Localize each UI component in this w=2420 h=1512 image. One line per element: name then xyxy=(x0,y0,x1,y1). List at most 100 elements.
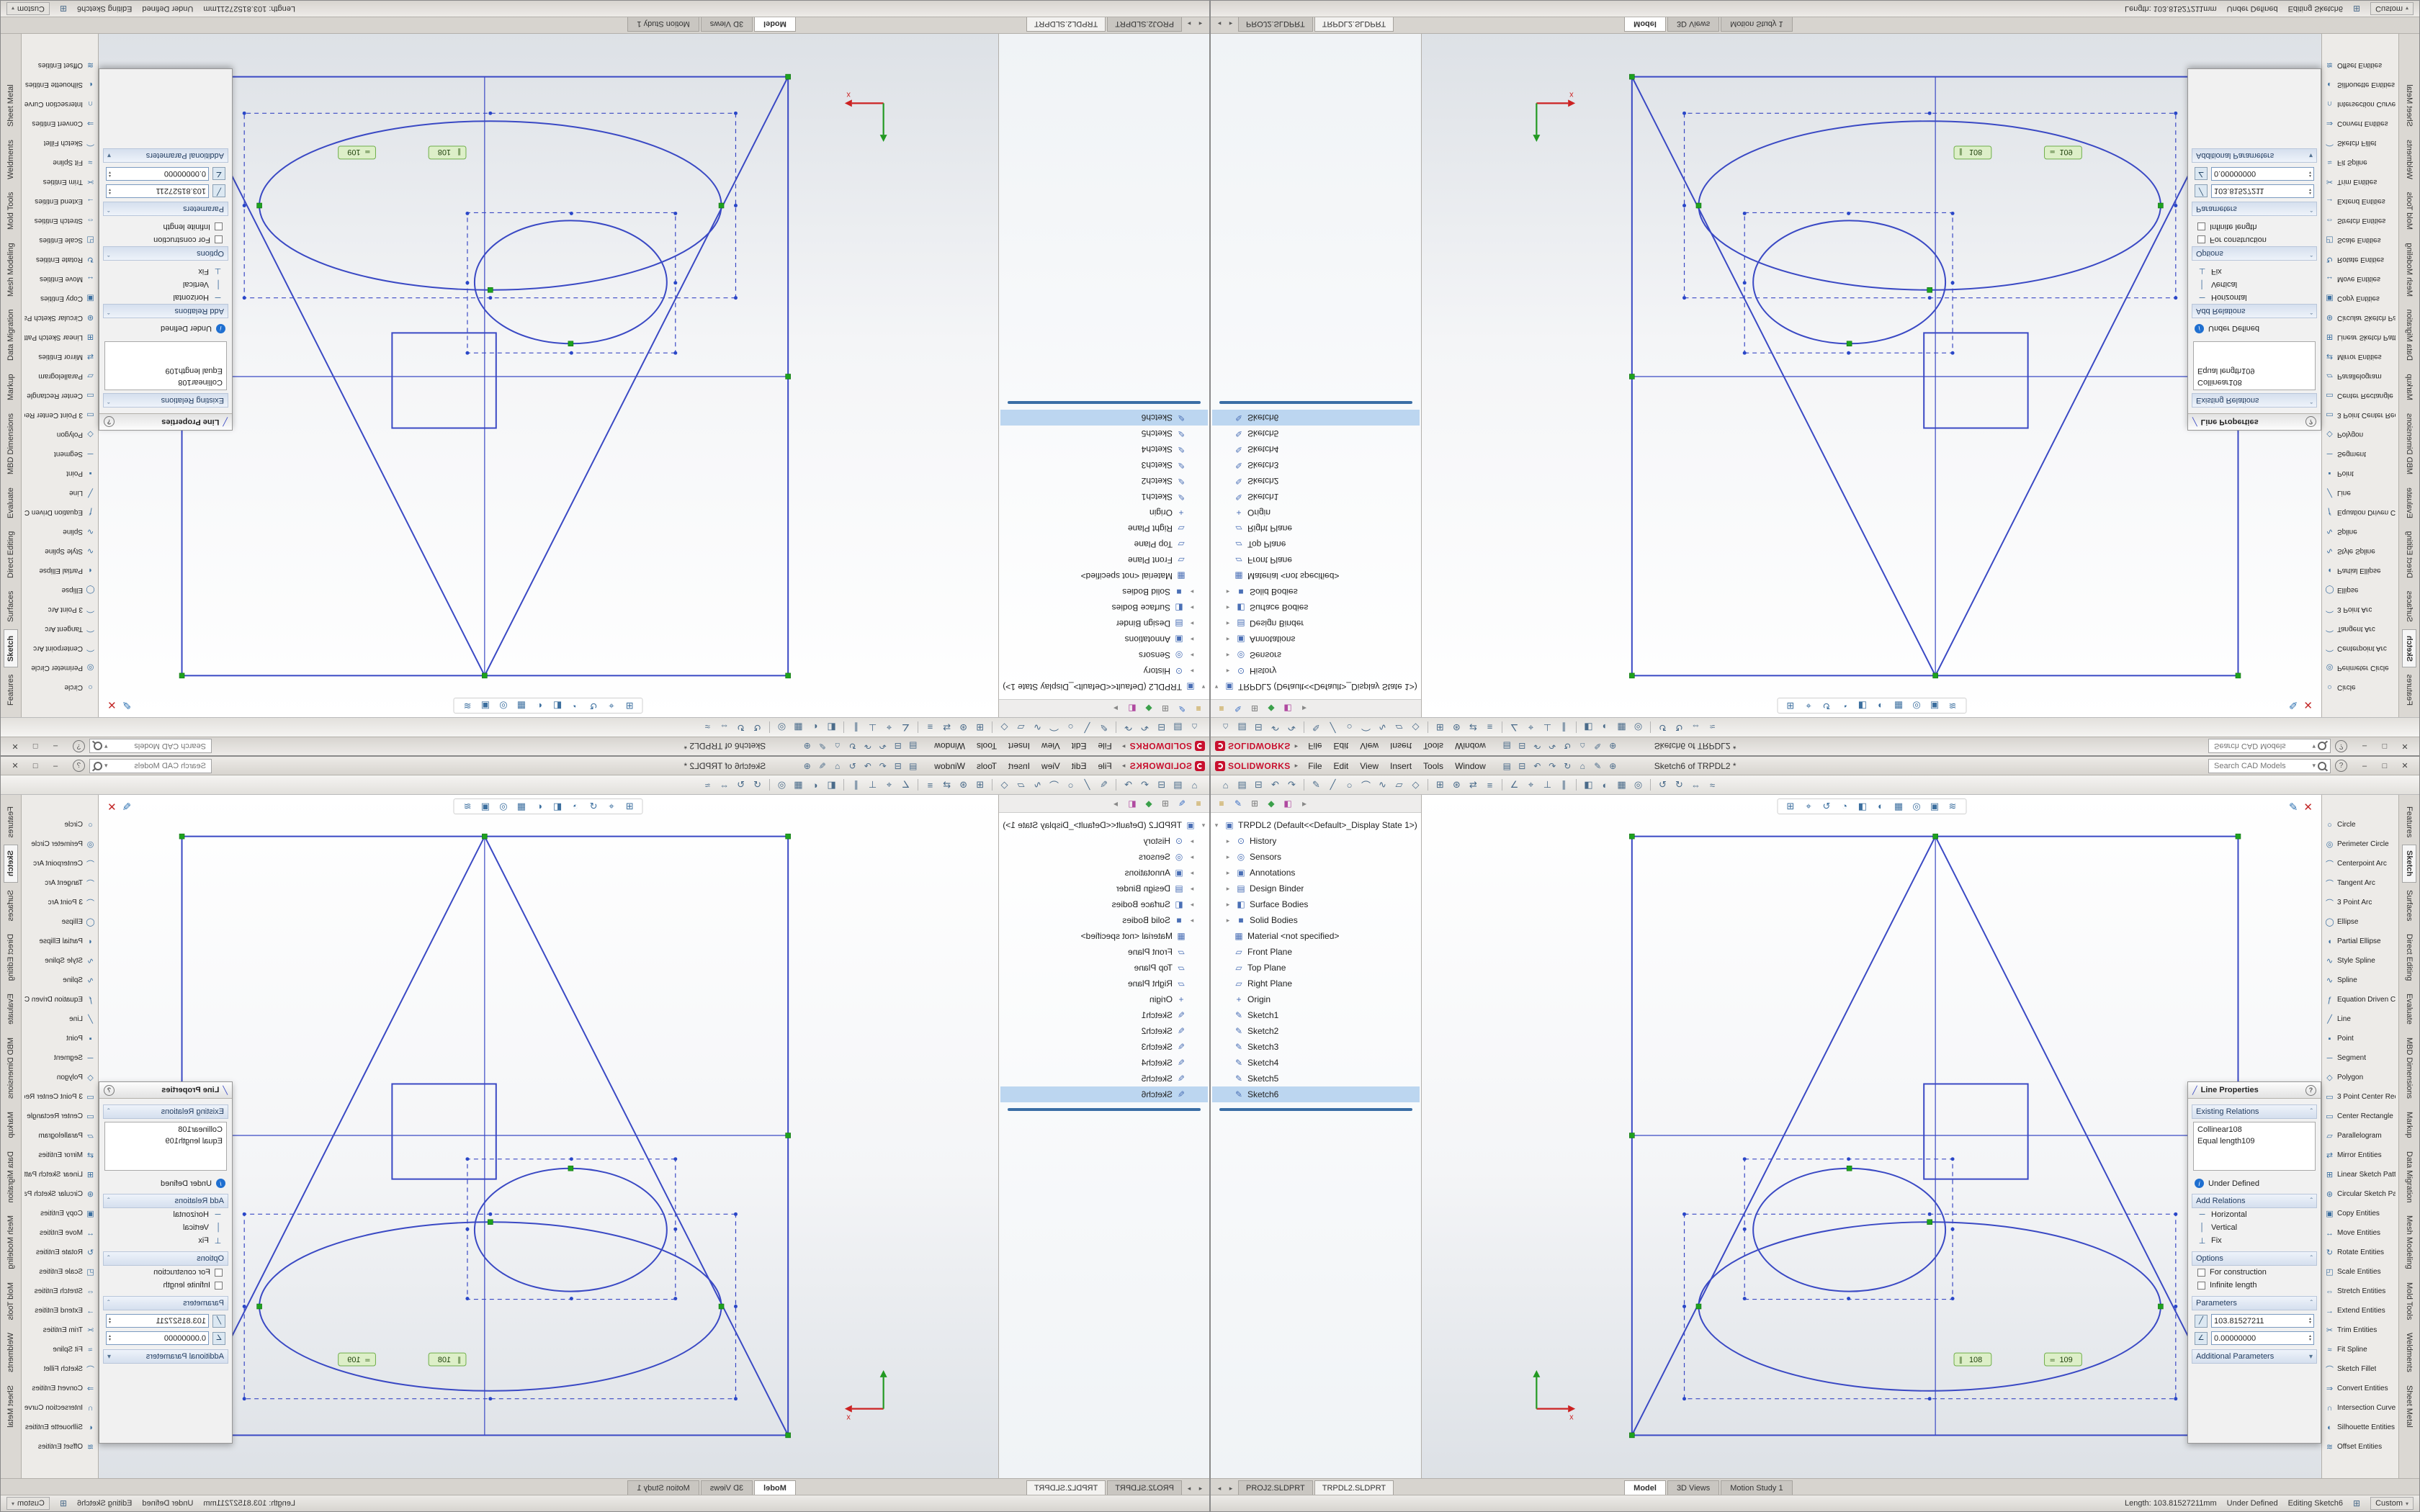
angle-parameter-field[interactable]: 0.00000000 ▴ ▾ xyxy=(106,1331,209,1345)
tree-item-sketch3[interactable]: ✎Sketch3 xyxy=(1212,1039,1420,1055)
quick-access-icon[interactable]: ⊕ xyxy=(803,741,811,752)
toolbar-icon[interactable]: ◐ xyxy=(812,721,818,733)
toolbar-icon[interactable]: ▤ xyxy=(1173,779,1183,790)
sketch-tool[interactable]: →Extend Entities xyxy=(22,192,98,211)
panel-help-icon[interactable]: ? xyxy=(104,1084,115,1096)
toolbar-icon[interactable]: ◎ xyxy=(777,779,786,790)
sketch-tool[interactable]: ≋Offset Entities xyxy=(2322,55,2398,75)
toolbar-icon[interactable]: ▱ xyxy=(1017,722,1025,733)
sketch-tool[interactable]: ⇄Mirror Entities xyxy=(2322,1146,2398,1165)
document-tab[interactable]: TRPDL2.SLDPRT xyxy=(1314,1480,1394,1495)
tree-item-sketch3[interactable]: ✎Sketch3 xyxy=(1000,1039,1208,1055)
existing-relations-header[interactable]: Existing Relations ˆ xyxy=(2192,393,2317,408)
toolbar-icon[interactable]: ↻ xyxy=(1675,779,1683,790)
menu-item[interactable]: Window xyxy=(1455,760,1486,771)
length-parameter[interactable]: ╱ 103.81527211 ▴ ▾ xyxy=(106,184,225,198)
sketch-tool[interactable]: ◖Partial Ellipse xyxy=(2322,932,2398,951)
toolbar-icon[interactable]: ▦ xyxy=(794,779,803,790)
sketch-tool[interactable]: ⊛Circular Sketch Pattern xyxy=(2322,308,2398,328)
sketch-canvas[interactable]: ∥ 108 = 109 xyxy=(99,34,998,717)
quick-access-icon[interactable]: ▤ xyxy=(909,741,918,752)
propertymanager-tab[interactable]: ✎ xyxy=(1175,701,1189,716)
toolbar-icon[interactable]: ↻ xyxy=(737,779,745,790)
expand-caret[interactable]: ▸ xyxy=(1190,884,1194,892)
sketch-tool[interactable]: ⌒3 Point Arc xyxy=(22,600,98,619)
tree-item-solid-bodies[interactable]: ▸■Solid Bodies xyxy=(1212,912,1420,928)
tree-root[interactable]: ▾ ▣ TRPDL2 (Default<<Default>_Display St… xyxy=(1000,817,1208,833)
units-selector[interactable]: Custom ▾ xyxy=(6,2,50,15)
sketch-tool[interactable]: ▪Point xyxy=(2322,1029,2398,1048)
toolbar-icon[interactable]: ⊞ xyxy=(1436,779,1444,790)
tree-item-right-plane[interactable]: ▱Right Plane xyxy=(1212,976,1420,991)
quick-access-icon[interactable]: ↶ xyxy=(879,760,887,771)
command-tab[interactable]: Sketch xyxy=(4,845,18,883)
sketch-tool[interactable]: ▱Parallelogram xyxy=(2322,366,2398,386)
tree-item-material[interactable]: ▦Material <not specified> xyxy=(1212,568,1420,584)
toolbar-icon[interactable]: ▱ xyxy=(1395,779,1403,790)
menu-item[interactable]: Insert xyxy=(1008,741,1030,752)
sketch-canvas[interactable]: ∥ 108 = 109 xyxy=(1422,34,2321,717)
panel-help-icon[interactable]: ? xyxy=(2305,1084,2316,1096)
toolbar-icon[interactable]: ⌒ xyxy=(1361,780,1371,791)
expand-caret[interactable]: ▸ xyxy=(1190,652,1194,660)
heads-up-icon[interactable]: ≋ xyxy=(1948,701,1957,711)
tree-item-sensors[interactable]: ▸◎Sensors xyxy=(1000,849,1208,865)
sketch-tool[interactable]: →Extend Entities xyxy=(2322,192,2398,211)
toolbar-icon[interactable]: ◐ xyxy=(1602,779,1608,791)
toolbar-icon[interactable]: ⌂ xyxy=(1222,721,1229,733)
tree-item-sketch2[interactable]: ✎Sketch2 xyxy=(1000,473,1208,489)
tree-item-sketch4[interactable]: ✎Sketch4 xyxy=(1212,441,1420,457)
sketch-tool[interactable]: ◎Perimeter Circle xyxy=(22,658,98,678)
menu-item[interactable]: Edit xyxy=(1333,760,1349,771)
minimize-button[interactable]: – xyxy=(2354,739,2375,754)
sketch-tool[interactable]: ∩Intersection Curve xyxy=(2322,94,2398,114)
toolbar-icon[interactable]: ◧ xyxy=(1584,722,1593,733)
toolbar-icon[interactable]: ↶ xyxy=(1141,722,1149,733)
menu-item[interactable]: Edit xyxy=(1333,741,1349,752)
featuremanager-tree-tab[interactable]: ≡ xyxy=(1214,796,1229,811)
option-checkbox[interactable]: Infinite length xyxy=(2192,220,2317,233)
command-tab[interactable]: Mold Tools xyxy=(4,1277,18,1326)
heads-up-icon[interactable]: ≋ xyxy=(463,701,472,711)
toolbar-icon[interactable]: ∥ xyxy=(853,722,859,733)
tree-item-sketch3[interactable]: ✎Sketch3 xyxy=(1000,457,1208,473)
toolbar-icon[interactable]: ∿ xyxy=(1034,722,1041,733)
quick-access-icon[interactable]: ✎ xyxy=(1594,741,1602,752)
sketch-tool[interactable]: ↔Move Entities xyxy=(2322,269,2398,289)
command-tab[interactable]: Surfaces xyxy=(2402,585,2416,628)
command-tab[interactable]: Weldments xyxy=(2402,134,2416,185)
sketch-tool[interactable]: ⊛Circular Sketch Pattern xyxy=(22,308,98,328)
spin-up-icon[interactable]: ▴ xyxy=(109,174,112,179)
length-parameter[interactable]: ╱ 103.81527211 ▴ ▾ xyxy=(106,1314,225,1328)
command-tab[interactable]: Data Migration xyxy=(4,1146,18,1209)
heads-up-icon[interactable]: ↺ xyxy=(589,801,598,811)
sketch-tool[interactable]: ─Segment xyxy=(2322,1048,2398,1068)
expand-caret[interactable]: ▸ xyxy=(1190,852,1194,860)
length-parameter-field[interactable]: 103.81527211 ▴ ▾ xyxy=(2211,184,2314,198)
exit-sketch-icon[interactable]: ✎ xyxy=(122,698,132,711)
heads-up-icon[interactable]: ◔ xyxy=(573,801,578,811)
toolbar-icon[interactable]: ╱ xyxy=(1330,722,1336,733)
collapse-chevron-icon[interactable]: ▾ xyxy=(107,151,112,160)
length-parameter[interactable]: ╱ 103.81527211 ▴ ▾ xyxy=(2195,1314,2314,1328)
sketch-tool[interactable]: ▱Parallelogram xyxy=(22,366,98,386)
command-tab[interactable]: MBD Dimensions xyxy=(2402,408,2416,480)
sketch-tool[interactable]: ↻Rotate Entities xyxy=(2322,1243,2398,1262)
sketch-tool[interactable]: ╱Line xyxy=(22,1009,98,1029)
tree-item-sketch1[interactable]: ✎Sketch1 xyxy=(1000,1007,1208,1023)
minimize-button[interactable]: – xyxy=(45,759,66,773)
quick-access-icon[interactable]: ↷ xyxy=(1549,760,1556,771)
toolbar-icon[interactable]: ⌒ xyxy=(1049,721,1059,732)
command-tab[interactable]: Sheet Metal xyxy=(2402,78,2416,132)
option-checkbox[interactable]: Infinite length xyxy=(103,1279,228,1292)
tree-item-origin[interactable]: +Origin xyxy=(1212,505,1420,521)
sketch-tool[interactable]: ⌒Sketch Fillet xyxy=(2322,1359,2398,1379)
menu-item[interactable]: View xyxy=(1041,741,1060,752)
tree-item-annotations[interactable]: ▸▣Annotations xyxy=(1000,865,1208,881)
existing-relations-header[interactable]: Existing Relations ˆ xyxy=(2192,1104,2317,1119)
toolbar-icon[interactable]: ⊛ xyxy=(959,722,967,733)
angle-parameter-field[interactable]: 0.00000000 ▴ ▾ xyxy=(2211,167,2314,181)
search-dropdown-caret[interactable]: ▾ xyxy=(2312,743,2316,750)
sketch-tool[interactable]: ▭3 Point Center Recta... xyxy=(22,405,98,425)
